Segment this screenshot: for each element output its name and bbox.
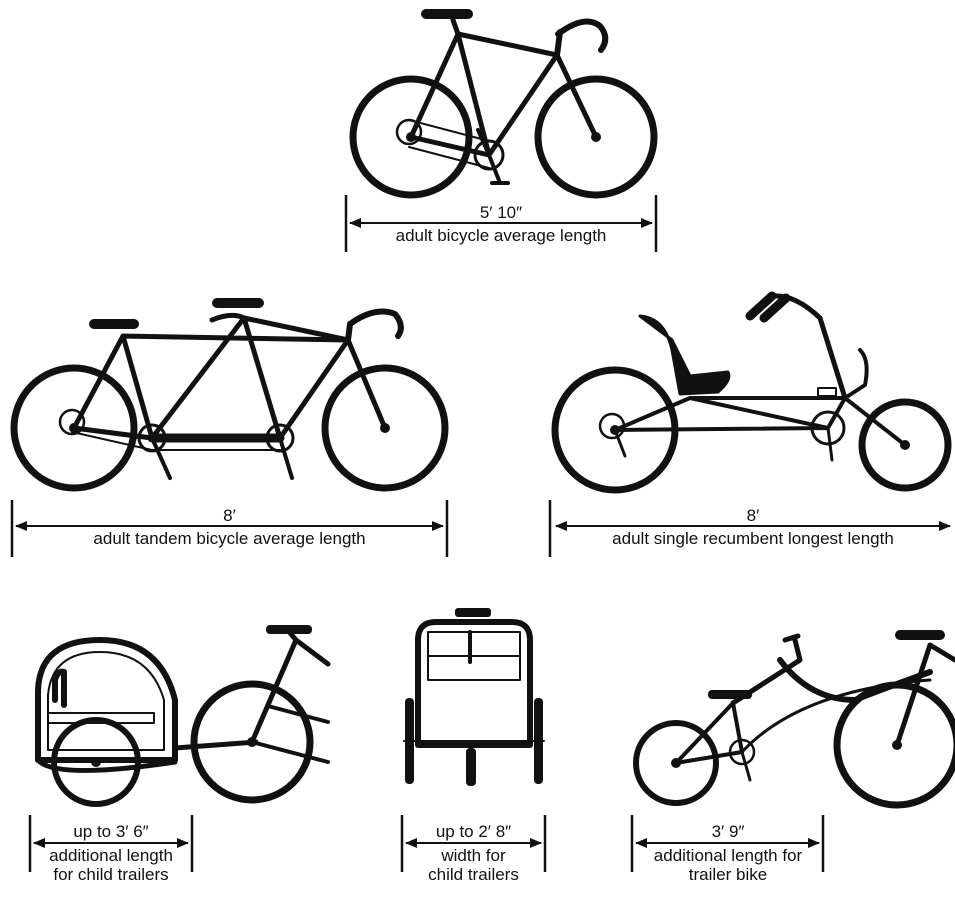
trailer-bike-label: 3′ 9″ additional length for trailer bike	[630, 822, 826, 884]
tandem-bicycle-measurement: 8′	[16, 506, 443, 525]
child-trailer-width-caption-2: child trailers	[392, 865, 555, 884]
recumbent-bicycle-icon	[555, 296, 948, 490]
child-trailer-side-icon	[38, 625, 328, 804]
tandem-bicycle-caption: adult tandem bicycle average length	[16, 529, 443, 548]
child-trailer-front-icon	[404, 608, 544, 786]
trailer-bike-caption-1: additional length for	[630, 846, 826, 865]
adult-bicycle-measurement: 5′ 10″	[350, 203, 652, 222]
recumbent-measurement: 8′	[556, 506, 950, 525]
child-trailer-width-measurement: up to 2′ 8″	[392, 822, 555, 841]
child-trailer-length-measurement: up to 3′ 6″	[20, 822, 202, 841]
trailer-bike-caption-2: trailer bike	[630, 865, 826, 884]
adult-bicycle-caption: adult bicycle average length	[350, 226, 652, 245]
recumbent-caption: adult single recumbent longest length	[556, 529, 950, 548]
child-trailer-length-label: up to 3′ 6″ additional length for child …	[20, 822, 202, 884]
tandem-bicycle-label: 8′ adult tandem bicycle average length	[16, 506, 443, 548]
trailer-bike-icon	[636, 630, 955, 805]
child-trailer-length-caption-1: additional length	[20, 846, 202, 865]
trailer-bike-measurement: 3′ 9″	[630, 822, 826, 841]
child-trailer-width-caption-1: width for	[392, 846, 555, 865]
child-trailer-width-label: up to 2′ 8″ width for child trailers	[392, 822, 555, 884]
tandem-bicycle-icon	[14, 298, 445, 488]
child-trailer-length-caption-2: for child trailers	[20, 865, 202, 884]
adult-bicycle-icon	[353, 9, 654, 195]
adult-bicycle-label: 5′ 10″ adult bicycle average length	[350, 203, 652, 245]
recumbent-label: 8′ adult single recumbent longest length	[556, 506, 950, 548]
